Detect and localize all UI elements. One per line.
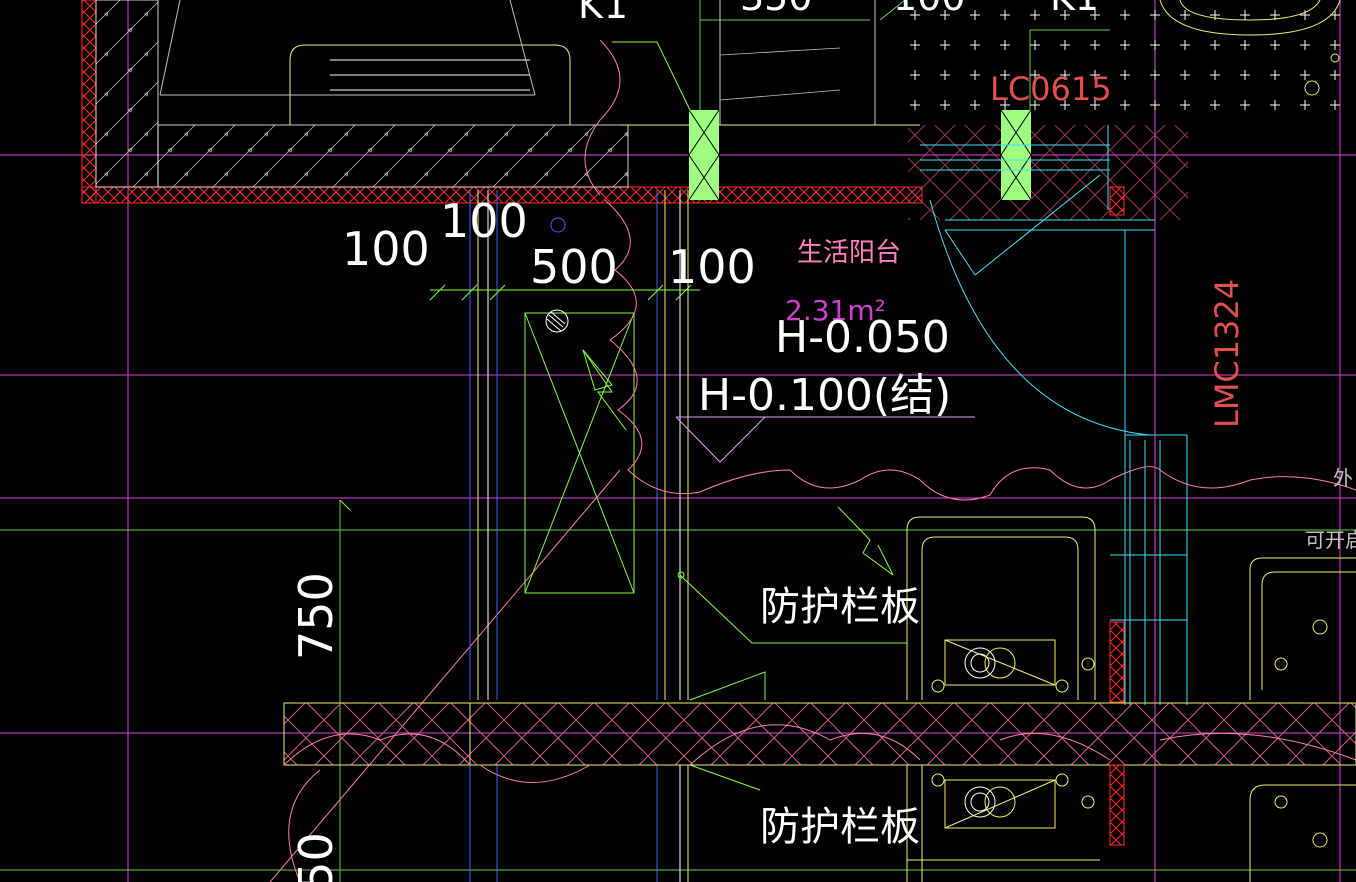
label-window-lc0615: LC0615 <box>990 70 1112 108</box>
door-frame <box>1110 230 1188 705</box>
top-right-hatch <box>908 0 1356 220</box>
pipe-lines <box>469 190 689 882</box>
washer-fixture-2 <box>906 765 1100 882</box>
label-k1-left: K1 <box>578 0 628 27</box>
floor-drain-icon <box>545 309 569 333</box>
label-dim-100-top: 100 <box>893 0 966 19</box>
floor-beam <box>283 702 1356 882</box>
label-dim-750-cut: 750 <box>289 832 343 882</box>
washer-fixture-1 <box>906 516 1096 700</box>
top-fixture <box>159 0 920 126</box>
elevation-triangle-icon <box>675 416 975 463</box>
dimension-line <box>339 284 700 511</box>
label-elev-finish: H-0.050 <box>775 312 950 363</box>
labels: K1 350 100 K1 LC0615 100 100 500 100 生活阳… <box>289 0 1356 882</box>
wall-top-left <box>81 0 923 204</box>
label-guard-panel-1: 防护栏板 <box>760 584 920 630</box>
shaft-box <box>524 312 635 594</box>
wall-right-1 <box>1109 621 1125 703</box>
door-swing-arc <box>929 199 1151 436</box>
label-dim-100-b: 100 <box>440 194 528 248</box>
label-dim-350: 350 <box>740 0 813 19</box>
leader-lines <box>612 41 907 791</box>
revision-cloud <box>604 199 1161 501</box>
label-guard-panel-2: 防护栏板 <box>760 804 920 850</box>
label-door-lmc1324: LMC1324 <box>1208 279 1246 428</box>
label-dim-100-a: 100 <box>342 222 430 276</box>
label-room-name: 生活阳台 <box>797 238 901 268</box>
window-right <box>1000 109 1032 201</box>
label-right-edge-a: 外 <box>1333 466 1353 490</box>
label-dim-500: 500 <box>530 240 618 294</box>
drain-icon <box>1304 80 1320 96</box>
label-dim-100-c: 100 <box>668 240 756 294</box>
label-dim-750: 750 <box>289 572 343 660</box>
right-fixtures <box>1249 557 1356 882</box>
label-elev-struct: H-0.100(结) <box>698 370 951 421</box>
label-right-edge-b: 可开启 <box>1305 528 1356 552</box>
wall-right-2 <box>1109 764 1125 846</box>
label-k1-right: K1 <box>1050 0 1099 19</box>
window-left <box>688 109 720 201</box>
label-room-area: 2.31m² <box>785 294 886 327</box>
window-sill <box>920 125 1155 276</box>
